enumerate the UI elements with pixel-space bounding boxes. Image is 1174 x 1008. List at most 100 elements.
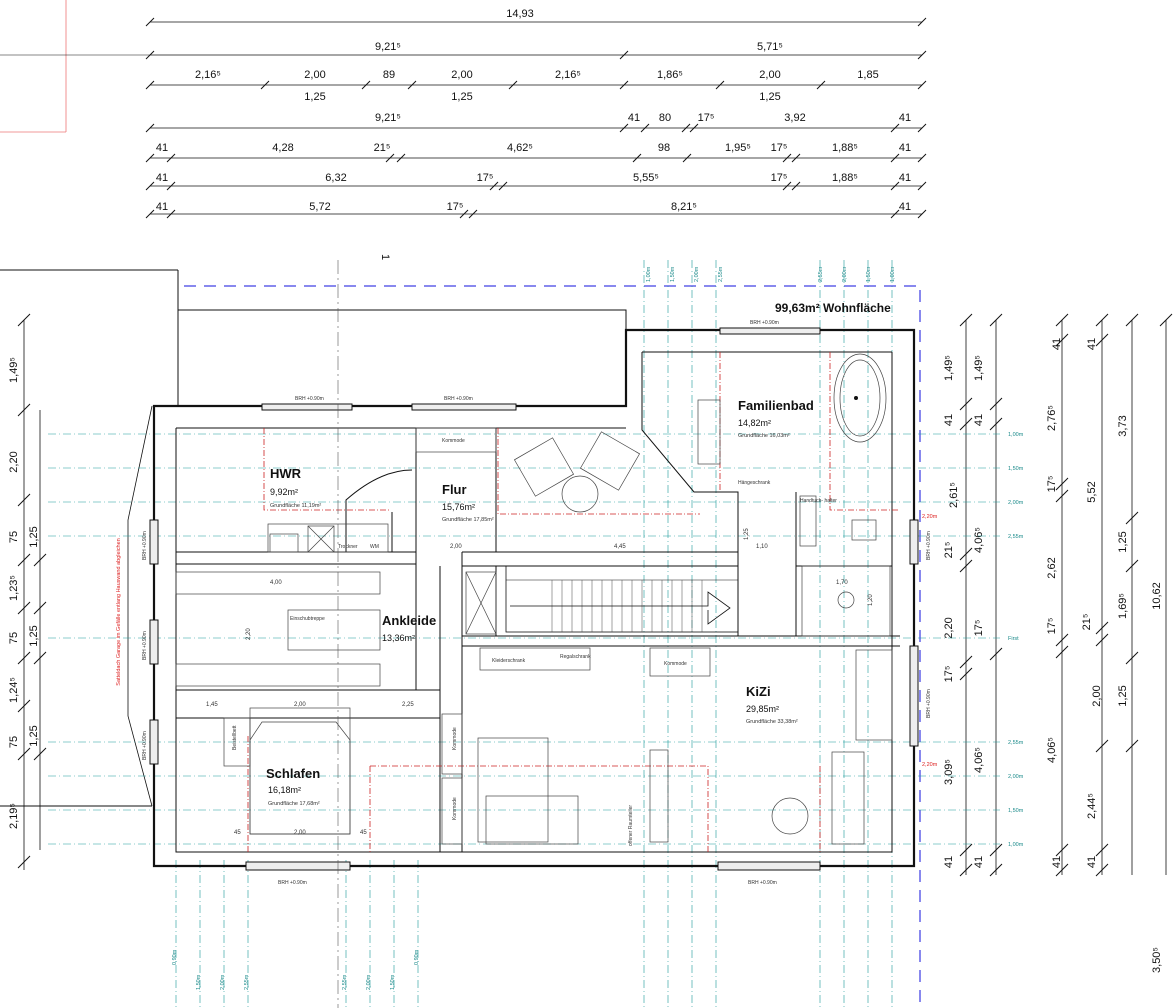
wm-label: WM <box>370 544 379 550</box>
room-flur-name: Flur <box>442 482 467 497</box>
kommode-kizi-label: Kommode <box>664 661 687 667</box>
right-dim-a-3: 2,61⁵ <box>948 482 960 508</box>
right-dim-b-4: 17⁵ <box>973 620 985 637</box>
dim-row3b-3: 1,25 <box>759 91 780 103</box>
kommode-schlafen-1: Kommode <box>452 727 458 750</box>
brh-label-4: BRH +0.90m <box>278 880 307 886</box>
left-dim-1: 1,49⁵ <box>8 357 20 383</box>
inner-dim-bad-2: 1,20 <box>868 594 874 606</box>
right-dim-e-3: 1,69⁵ <box>1117 593 1129 619</box>
dim-row5-3: 21⁵ <box>374 142 391 154</box>
brh-label-5: BRH +0.90m <box>748 880 777 886</box>
bottom-height-7: 1,50m <box>390 974 396 990</box>
dim-row5-2: 4,28 <box>272 142 293 154</box>
window-flur <box>411 403 517 411</box>
inner-dim-flur-1: 2,00 <box>450 544 462 550</box>
dim-row7-3: 17⁵ <box>447 201 464 213</box>
window-schlafen <box>245 861 351 871</box>
bottom-height-1: 0,90m <box>172 949 178 965</box>
height-label-5: 2,55m <box>1008 740 1024 746</box>
dim-row3-3: 89 <box>383 69 395 81</box>
inner-dim-flur-3: 1,10 <box>756 544 768 550</box>
kommode-schlafen-2: Kommode <box>452 797 458 820</box>
dim-row5-5: 98 <box>658 142 670 154</box>
room-kizi-ground: Grundfläche 33,38m² <box>746 719 798 725</box>
room-schlafen: Schlafen 16,18m² Grundfläche 17,68m² <box>266 766 320 807</box>
raumteiler-label: offener Raumteiler <box>628 805 634 846</box>
bottom-height-2: 1,50m <box>196 974 202 990</box>
inner-dim-flur-2: 4,45 <box>614 544 626 550</box>
beistellbett-label: Beistellbett <box>232 725 238 750</box>
window-left-1 <box>149 519 159 565</box>
room-hwr-name: HWR <box>270 466 302 481</box>
first-label: First <box>1008 636 1019 642</box>
dim-row4-5: 3,92 <box>784 112 805 124</box>
height-label-8: 1,00m <box>1008 842 1024 848</box>
right-dim-c-1: 41 <box>1051 338 1063 350</box>
bottom-height-3: 2,00m <box>220 974 226 990</box>
inner-dim-schlafen-3: 2,25 <box>402 702 414 708</box>
left-dim-4: 1,25 <box>28 526 40 547</box>
kizi-furniture: Kleiderschrank Regalschrank Kommode offe… <box>477 647 893 846</box>
right-dim-c-3: 17⁵ <box>1046 476 1058 493</box>
right-dim-e-1: 3,73 <box>1117 415 1129 436</box>
bottom-height-6: 2,00m <box>366 974 372 990</box>
right-dim-e-5: 10,62 <box>1151 582 1163 610</box>
kommode-flur-label: Kommode <box>442 438 465 444</box>
handtuchhalter-label: Handtuch- halter <box>800 498 837 504</box>
room-kizi-area: 29,85m² <box>746 704 779 714</box>
dim-row5-7: 17⁵ <box>771 142 788 154</box>
dim-row5-4: 4,62⁵ <box>507 142 533 154</box>
left-dim-10: 1,25 <box>28 725 40 746</box>
dim-row3-2: 2,00 <box>304 69 325 81</box>
top-height-4: 2,55m <box>718 266 724 282</box>
dim-row7-2: 5,72 <box>309 201 330 213</box>
section-mark: 1 <box>379 254 391 260</box>
room-hwr-ground: Grundfläche 11,19m² <box>270 503 321 509</box>
dim-row4-1: 9,21⁵ <box>375 112 401 124</box>
room-ankleide-name: Ankleide <box>382 613 436 628</box>
reference-frame <box>0 0 150 133</box>
room-kizi-name: KiZi <box>746 684 771 699</box>
right-dim-d-3: 21⁵ <box>1081 614 1093 631</box>
staircase <box>505 565 739 633</box>
room-kizi: KiZi 29,85m² Grundfläche 33,38m² <box>746 684 798 725</box>
left-dim-11: 2,19⁵ <box>8 803 20 829</box>
dim-row7-1: 41 <box>156 201 168 213</box>
hwr-furniture: Trockner WM Kommode <box>267 427 497 553</box>
room-bad-area: 14,82m² <box>738 418 771 428</box>
top-height-8: 1,00m <box>890 266 896 282</box>
top-height-7: 1,50m <box>866 266 872 282</box>
brh-label-3: BRH +0.90m <box>750 320 779 326</box>
right-dim-d-1: 41 <box>1086 338 1098 350</box>
room-schlafen-ground: Grundfläche 17,68m² <box>268 801 320 807</box>
einschubtreppe-label: Einschubtreppe <box>290 616 325 622</box>
top-dimension-chains: 14,93 9,21⁵ 5,71⁵ 2,16⁵ 2,00 89 2,00 2,1… <box>145 8 927 219</box>
right-dim-a-6: 17⁵ <box>943 666 955 683</box>
dim-row5-8: 1,88⁵ <box>832 142 858 154</box>
right-dim-b-2: 41 <box>973 414 985 426</box>
right-dim-d-5: 2,44⁵ <box>1086 793 1098 819</box>
top-height-6: 2,00m <box>842 266 848 282</box>
dim-row6-6: 1,88⁵ <box>832 172 858 184</box>
left-dim-7: 1,25 <box>28 625 40 646</box>
right-dim-d-2: 5,52 <box>1086 481 1098 502</box>
right-dim-a-1: 1,49⁵ <box>943 355 955 381</box>
flur-furniture <box>513 431 641 513</box>
inner-dim-schlafen-4: 2,00 <box>294 830 306 836</box>
room-ankleide-area: 13,36m² <box>382 633 415 643</box>
inner-dim-bad-1: 1,70 <box>836 580 848 586</box>
window-kizi <box>717 861 821 871</box>
dim-row6-1: 41 <box>156 172 168 184</box>
room-familienbad: Familienbad 14,82m² Grundfläche 16,03m² <box>738 398 814 439</box>
right-dim-b-1: 1,49⁵ <box>973 355 985 381</box>
room-schlafen-area: 16,18m² <box>268 785 301 795</box>
left-dim-9: 75 <box>8 736 20 748</box>
bottom-height-4: 2,55m <box>244 974 250 990</box>
height-label-2: 1,50m <box>1008 466 1024 472</box>
dim-row6-7: 41 <box>899 172 911 184</box>
dim-total-width: 14,93 <box>506 8 534 20</box>
top-height-5: 2,55m <box>818 266 824 282</box>
bad-furniture: Hängeschrank Handtuch- halter <box>697 353 891 637</box>
